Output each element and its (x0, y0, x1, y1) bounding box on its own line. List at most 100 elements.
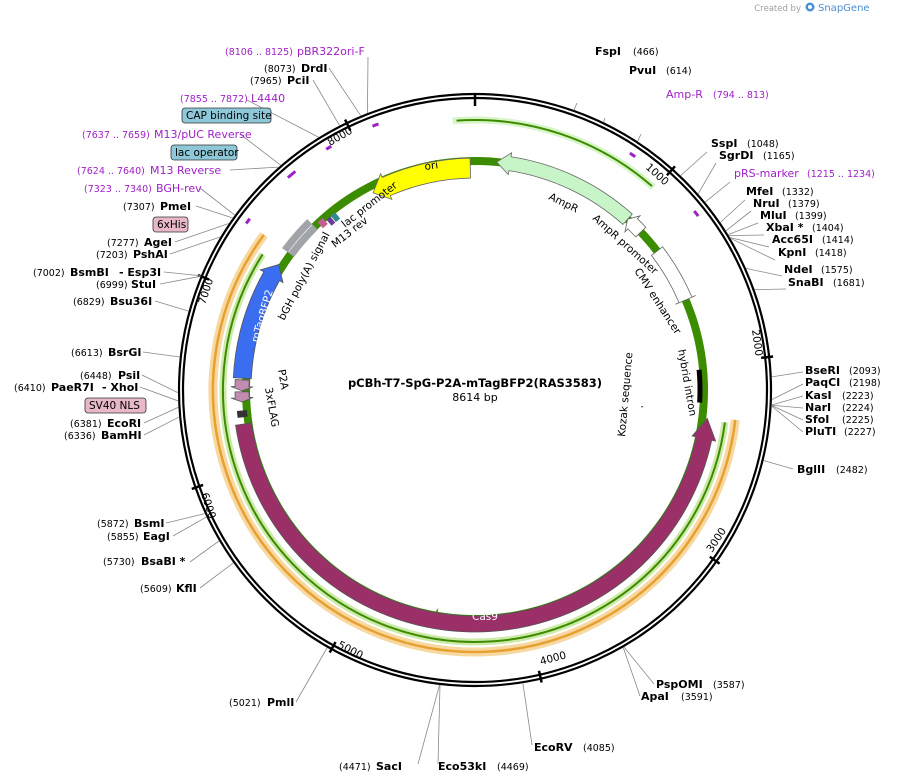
site-acc65i[interactable]: Acc65I(1414) (772, 233, 854, 246)
site-stui[interactable]: StuI(6999) (96, 278, 156, 291)
site-agei[interactable]: AgeI(7277) (107, 236, 172, 249)
svg-text:(8106 .. 8125): (8106 .. 8125) (225, 47, 293, 58)
hybrid-intron-bar (696, 369, 703, 403)
svg-text:(614): (614) (666, 66, 692, 77)
site-nrui[interactable]: NruI(1379) (753, 197, 820, 210)
svg-text:KasI: KasI (805, 389, 832, 402)
primer-mark-5 (371, 122, 380, 128)
plasmid-length: 8614 bp (452, 391, 497, 404)
site-kasi[interactable]: KasI(2223) (805, 389, 874, 402)
svg-text:(7323 .. 7340): (7323 .. 7340) (84, 184, 152, 195)
site-mfei[interactable]: MfeI(1332) (746, 185, 814, 198)
site-esp3i[interactable]: - Esp3I (119, 266, 161, 279)
leader-9 (728, 234, 765, 236)
svg-text:(1215 .. 1234): (1215 .. 1234) (807, 169, 875, 180)
svg-text:(7624 .. 7640): (7624 .. 7640) (77, 166, 145, 177)
svg-text:NarI: NarI (805, 401, 831, 414)
site-bglii[interactable]: BglII(2482) (797, 463, 868, 476)
site-xbai[interactable]: XbaI *(1404) (766, 221, 844, 234)
site-bamhi[interactable]: BamHI(6336) (64, 429, 142, 442)
svg-text:FspI: FspI (595, 45, 621, 58)
tick-label-4000: 4000 (539, 649, 568, 668)
p2a-arrow-2 (230, 379, 254, 392)
site-pshai[interactable]: PshAI(7203) (96, 248, 168, 261)
site-sgrdi[interactable]: SgrDI(1165) (719, 149, 795, 162)
svg-text:BseRI: BseRI (805, 364, 840, 377)
primer-bgh-rev[interactable]: (7323 .. 7340)BGH-rev (84, 182, 202, 195)
site-paer7i[interactable]: PaeR7I(6410) (14, 381, 94, 394)
site-apai[interactable]: ApaI(3591) (641, 690, 713, 703)
cap-binding-site-box[interactable]: CAP binding site (181, 107, 272, 124)
svg-text:CAP binding site: CAP binding site (186, 110, 272, 122)
site-xhoi[interactable]: - XhoI (102, 381, 138, 394)
svg-text:EcoRI: EcoRI (107, 417, 141, 430)
site-bsu36i[interactable]: Bsu36I(6829) (73, 295, 152, 308)
svg-text:(7203): (7203) (96, 250, 128, 261)
leader-6 (719, 199, 746, 223)
site-bsmi[interactable]: BsmI(5872) (97, 517, 165, 530)
site-kpni[interactable]: KpnI(1418) (778, 246, 847, 259)
svg-text:BsrGI: BsrGI (108, 346, 141, 359)
site-fspi[interactable]: FspI(466) (595, 45, 659, 58)
snapgene-logo-icon (805, 2, 815, 12)
hybrid-intron-label: hybrid intron (675, 348, 699, 417)
site-drdi[interactable]: DrdI(8073) (264, 62, 328, 75)
site-pspomi[interactable]: PspOMI(3587) (656, 678, 745, 691)
site-bsmbi[interactable]: BsmBI(7002) (33, 266, 109, 279)
site-ndei[interactable]: NdeI(1575) (784, 263, 853, 276)
site-mlui[interactable]: MluI(1399) (760, 209, 827, 222)
lac-operator-box[interactable]: lac operator (170, 144, 239, 161)
site-pvui[interactable]: PvuI (614) (629, 64, 692, 77)
svg-text:PvuI: PvuI (629, 64, 656, 77)
site-pcii[interactable]: PciI(7965) (250, 74, 309, 87)
site-psii[interactable]: PsiI(6448) (80, 369, 140, 382)
site-sfoi[interactable]: SfoI(2225) (805, 413, 874, 426)
svg-text:- XhoI: - XhoI (102, 381, 138, 394)
site-eco53ki[interactable]: Eco53kI(4469) (438, 760, 529, 773)
flag-block (236, 410, 248, 418)
site-pmli[interactable]: PmlI(5021) (229, 696, 294, 709)
svg-text:pRS-marker: pRS-marker (734, 167, 799, 180)
tick-label-6000: 6000 (198, 491, 218, 520)
6xhis-box[interactable]: 6xHis (152, 216, 189, 233)
site-saci[interactable]: SacI(4471) (339, 760, 402, 773)
site-sspi[interactable]: SspI(1048) (711, 137, 779, 150)
svg-text:(7307): (7307) (123, 202, 155, 213)
leader-4 (697, 162, 717, 195)
svg-text:NdeI: NdeI (784, 263, 813, 276)
site-pluti[interactable]: PluTI(2227) (805, 425, 876, 438)
svg-text:SV40 NLS: SV40 NLS (89, 400, 140, 412)
site-paqci[interactable]: PaqCI(2198) (805, 376, 881, 389)
leader-41 (195, 205, 233, 219)
primer-pbr322ori-f[interactable]: (8106 .. 8125)pBR322ori-F (225, 45, 365, 58)
svg-text:L4440: L4440 (251, 92, 285, 105)
svg-text:KpnI: KpnI (778, 246, 806, 259)
site-bseri[interactable]: BseRI(2093) (805, 364, 881, 377)
leader-11 (730, 237, 776, 261)
tick-3000 (709, 555, 721, 565)
primer-prs-marker[interactable]: pRS-marker (1215 .. 1234) (734, 167, 875, 180)
svg-text:(1399): (1399) (795, 211, 827, 222)
svg-text:(794 .. 813): (794 .. 813) (713, 90, 769, 101)
site-bsrgi[interactable]: BsrGI(6613) (71, 346, 141, 359)
primer-amp-r[interactable]: Amp-R(794 .. 813) (666, 88, 769, 101)
site-nari[interactable]: NarI (2224) (805, 401, 874, 414)
site-kfli[interactable]: KflI(5609) (140, 582, 197, 595)
sv40-nls-box[interactable]: SV40 NLS (84, 397, 147, 414)
leader-39 (169, 236, 221, 255)
leader-10 (729, 237, 770, 248)
svg-text:(8073): (8073) (264, 64, 296, 75)
primer-m13-reverse[interactable]: (7624 .. 7640)M13 Reverse (77, 164, 221, 177)
primer-m13-puc-reverse[interactable]: (7637 .. 7659)M13/pUC Reverse (82, 128, 252, 141)
svg-text:(1165): (1165) (763, 151, 795, 162)
svg-text:(2224): (2224) (842, 403, 874, 414)
svg-text:PaqCI: PaqCI (805, 376, 840, 389)
site-bsabi[interactable]: BsaBI *(5730) (103, 555, 186, 568)
site-eagi[interactable]: EagI(5855) (107, 530, 170, 543)
site-snabi[interactable]: SnaBI(1681) (788, 276, 865, 289)
site-pmei[interactable]: PmeI(7307) (123, 200, 191, 213)
site-ecorv[interactable]: EcoRV(4085) (534, 741, 615, 754)
leader-22 (622, 647, 641, 697)
site-ecori[interactable]: EcoRI(6381) (70, 417, 141, 430)
primer-l4440[interactable]: (7855 .. 7872)L4440 (180, 92, 285, 105)
